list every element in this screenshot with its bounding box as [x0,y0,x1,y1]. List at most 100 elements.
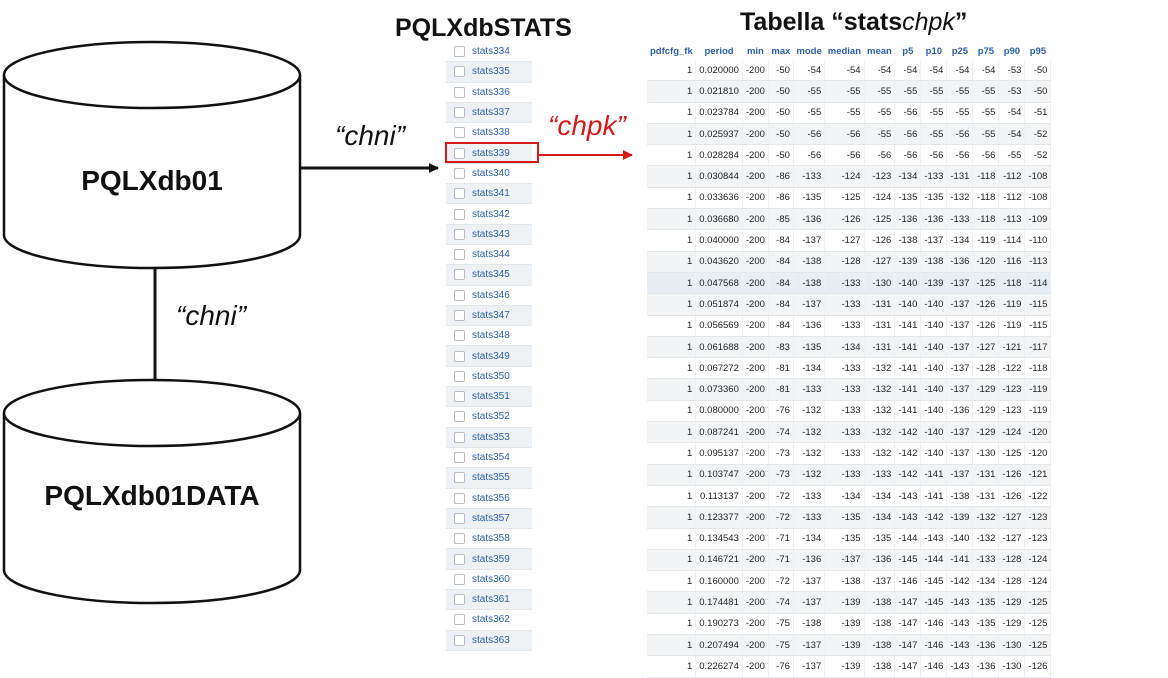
list-item[interactable]: stats361 [446,590,532,611]
list-item[interactable]: stats352 [446,407,532,428]
list-item[interactable]: stats347 [446,305,532,327]
list-item[interactable]: stats360 [446,569,532,591]
column-header[interactable]: p10 [920,43,947,60]
checkbox[interactable] [454,533,465,545]
list-item-label[interactable]: stats352 [472,411,510,423]
list-item-label[interactable]: stats363 [472,634,510,646]
list-item-label[interactable]: stats359 [472,553,510,565]
column-header[interactable]: p75 [972,43,999,60]
checkbox[interactable] [454,208,465,220]
checkbox[interactable] [454,289,465,301]
checkbox[interactable] [454,350,465,362]
column-header[interactable]: p25 [946,43,973,60]
list-item[interactable]: stats350 [446,366,532,388]
column-header[interactable]: mode [793,43,825,60]
checkbox[interactable] [454,86,465,98]
list-item[interactable]: stats348 [446,326,532,347]
list-item-label[interactable]: stats358 [472,533,510,545]
list-item-label[interactable]: stats355 [472,472,510,484]
list-item-label[interactable]: stats356 [472,492,510,504]
column-header[interactable]: period [695,43,743,60]
column-header[interactable]: pdfcfg_fk [647,43,696,60]
list-item-label[interactable]: stats338 [472,127,510,139]
list-item-label[interactable]: stats335 [472,66,510,78]
list-item-label[interactable]: stats336 [472,86,510,98]
checkbox[interactable] [454,452,465,464]
checkbox[interactable] [454,411,465,423]
checkbox[interactable] [454,107,465,119]
column-header[interactable]: min [742,43,769,60]
checkbox[interactable] [454,370,465,382]
checkbox[interactable] [454,594,465,606]
checkbox[interactable] [454,66,465,78]
checkbox[interactable] [454,634,465,646]
list-item[interactable]: stats334 [446,42,532,63]
list-item-label[interactable]: stats360 [472,573,510,585]
column-header[interactable]: mean [864,43,895,60]
list-item[interactable]: stats341 [446,184,532,205]
list-item[interactable]: stats343 [446,224,532,245]
list-item-label[interactable]: stats362 [472,614,510,626]
list-item[interactable]: stats358 [446,529,532,550]
list-item[interactable]: stats337 [446,102,532,124]
checkbox[interactable] [454,147,465,159]
column-header[interactable]: max [768,43,794,60]
checkbox[interactable] [454,46,465,58]
checkbox[interactable] [454,614,465,626]
list-item-label[interactable]: stats354 [472,452,510,464]
list-item-label[interactable]: stats351 [472,391,510,403]
checkbox[interactable] [454,188,465,200]
column-header[interactable]: p90 [998,43,1025,60]
column-header[interactable]: p95 [1024,43,1051,60]
list-item[interactable]: stats353 [446,427,532,448]
checkbox[interactable] [454,330,465,342]
list-item[interactable]: stats359 [446,549,532,570]
checkbox[interactable] [454,573,465,585]
list-item-label[interactable]: stats342 [472,208,510,220]
list-item[interactable]: stats346 [446,285,532,306]
checkbox[interactable] [454,228,465,240]
list-item[interactable]: stats357 [446,508,532,530]
list-item-label[interactable]: stats346 [472,289,510,301]
checkbox[interactable] [454,127,465,139]
list-item-label[interactable]: stats345 [472,269,510,281]
checkbox[interactable] [454,391,465,403]
list-item[interactable]: stats363 [446,630,532,651]
checkbox[interactable] [454,269,465,281]
checkbox[interactable] [454,310,465,321]
list-item-label[interactable]: stats344 [472,249,510,261]
list-item[interactable]: stats362 [446,610,532,631]
checkbox[interactable] [454,249,465,261]
checkbox[interactable] [454,512,465,524]
checkbox[interactable] [454,492,465,504]
checkbox[interactable] [454,553,465,565]
list-item[interactable]: stats351 [446,387,532,408]
list-item-label[interactable]: stats353 [472,431,510,443]
list-item-label[interactable]: stats334 [472,46,510,58]
list-item[interactable]: stats354 [446,447,532,469]
list-item[interactable]: stats356 [446,488,532,509]
list-item-label[interactable]: stats361 [472,594,510,606]
list-item[interactable]: stats339 [446,143,532,164]
list-item[interactable]: stats345 [446,265,532,286]
list-item[interactable]: stats355 [446,468,532,489]
list-item-label[interactable]: stats341 [472,188,510,200]
list-item-label[interactable]: stats348 [472,330,510,342]
list-item-label[interactable]: stats337 [472,107,510,119]
list-item-label[interactable]: stats343 [472,228,510,240]
list-item[interactable]: stats338 [446,123,532,144]
list-item-label[interactable]: stats349 [472,350,510,362]
list-item[interactable]: stats335 [446,62,532,83]
list-item-label[interactable]: stats347 [472,310,510,321]
checkbox[interactable] [454,431,465,443]
list-item-label[interactable]: stats350 [472,370,510,382]
list-item-label[interactable]: stats339 [472,147,510,159]
checkbox[interactable] [454,167,465,179]
list-item[interactable]: stats336 [446,82,532,103]
list-item[interactable]: stats344 [446,244,532,266]
list-item-label[interactable]: stats357 [472,512,510,524]
list-item[interactable]: stats349 [446,346,532,367]
checkbox[interactable] [454,472,465,484]
list-item[interactable]: stats342 [446,204,532,225]
column-header[interactable]: median [824,43,865,60]
